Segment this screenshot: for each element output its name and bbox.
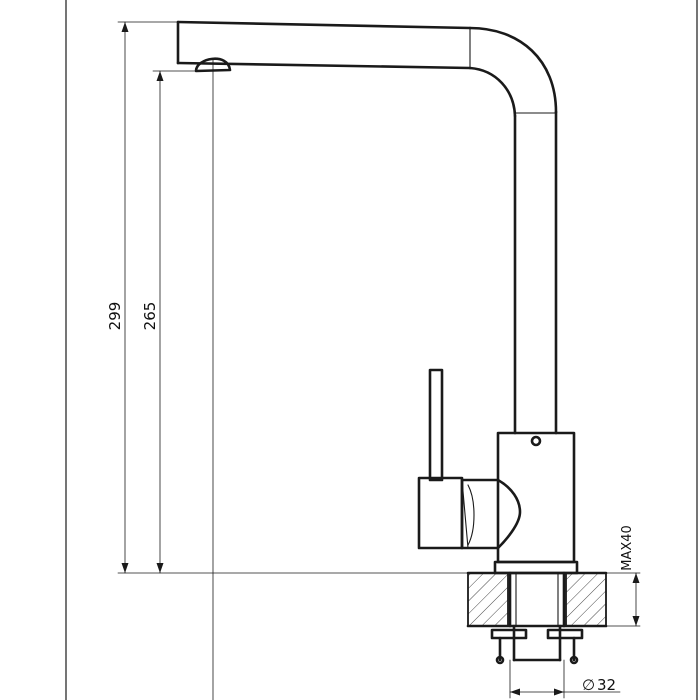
- dimension-spout-height: 265: [141, 70, 164, 574]
- dimension-32-label: 32: [597, 676, 616, 694]
- dimension-299-label: 299: [106, 302, 124, 331]
- dimension-overall-height: 299: [106, 21, 129, 574]
- faucet-lever-handle: [417, 368, 522, 550]
- dimension-hole-diameter: ∅ 32: [509, 659, 621, 699]
- mounting-shank: [490, 571, 584, 665]
- countertop-section: [466, 571, 608, 628]
- faucet-body: [493, 110, 579, 575]
- dimension-max40-label: MAX40: [620, 525, 635, 571]
- dimension-max-deck-thickness: MAX40: [620, 525, 640, 627]
- faucet-spout: [176, 20, 558, 118]
- dimension-265-label: 265: [141, 302, 159, 331]
- drawing-frame: [65, 0, 698, 700]
- reference-lines: [117, 21, 641, 700]
- diameter-symbol: ∅: [582, 676, 595, 694]
